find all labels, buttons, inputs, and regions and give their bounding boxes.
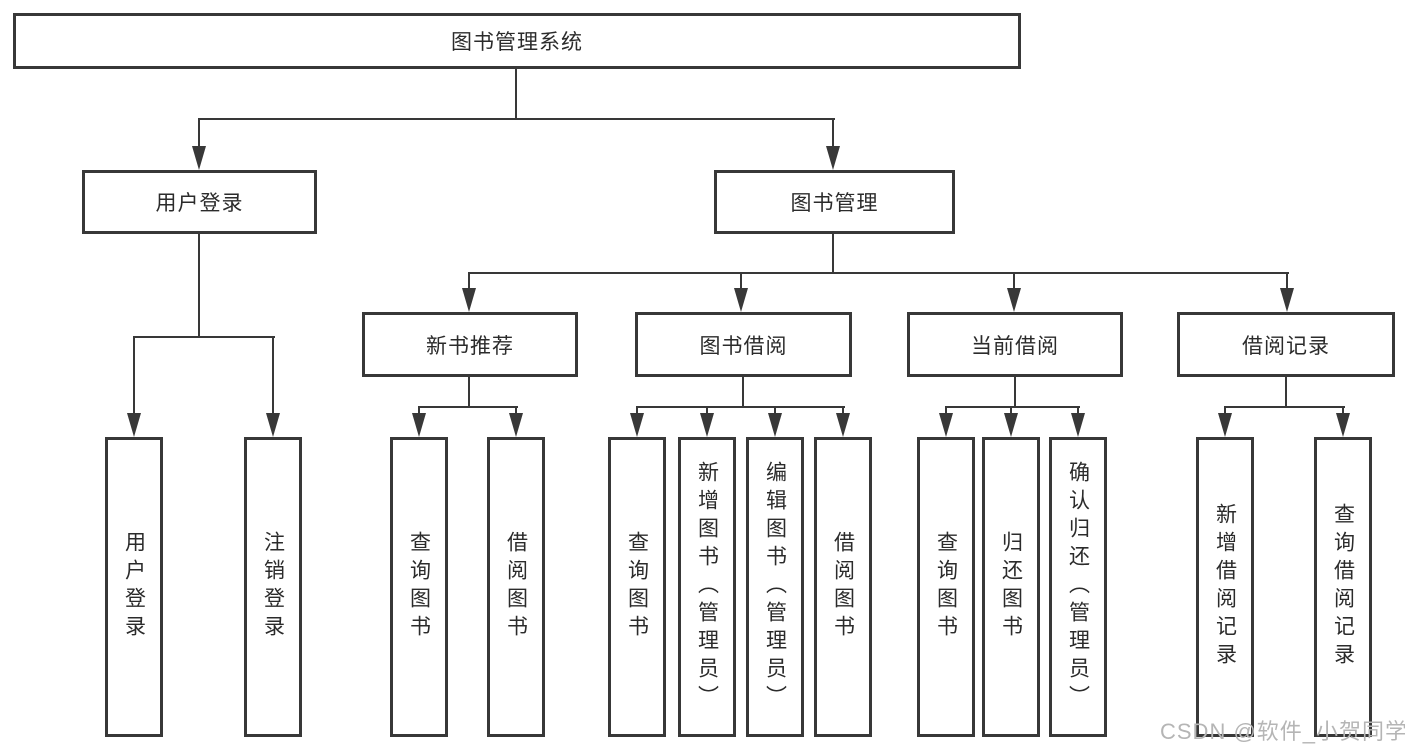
leaf-current-confirm-return-admin: 确认归还（管理员） [1049, 437, 1107, 737]
connector-line [1013, 272, 1015, 292]
leaf-user-login: 用户登录 [105, 437, 163, 737]
arrowhead-down [939, 413, 953, 437]
connector-line [832, 233, 834, 274]
connector-line [1286, 272, 1288, 292]
connector-line [468, 376, 470, 408]
arrowhead-down [826, 146, 840, 170]
leaf-current-query-books: 查询图书 [917, 437, 975, 737]
connector-line [1077, 406, 1079, 416]
connector-line [133, 336, 275, 338]
leaf-label: 新增借阅记录 [1213, 503, 1237, 671]
arrowhead-down [1007, 288, 1021, 312]
connector-line [468, 272, 470, 292]
connector-line [740, 272, 742, 292]
connector-line [832, 118, 834, 148]
arrowhead-down [1004, 413, 1018, 437]
node-book-borrowing: 图书借阅 [635, 312, 852, 377]
node-book-management: 图书管理 [714, 170, 955, 234]
leaf-borrowing-borrow-books: 借阅图书 [814, 437, 872, 737]
node-library-system: 图书管理系统 [13, 13, 1021, 69]
leaf-label: 查询借阅记录 [1331, 503, 1355, 671]
connector-line [198, 118, 200, 148]
connector-line [418, 406, 420, 416]
leaf-label: 查询图书 [407, 531, 431, 643]
leaf-label: 确认归还（管理员） [1066, 461, 1090, 713]
leaf-records-query-record: 查询借阅记录 [1314, 437, 1372, 737]
arrowhead-down [768, 413, 782, 437]
connector-line [774, 406, 776, 416]
connector-line [1342, 406, 1344, 416]
leaf-newbook-query-books: 查询图书 [390, 437, 448, 737]
node-new-book-recommendation: 新书推荐 [362, 312, 578, 377]
connector-line [636, 406, 845, 408]
connector-line [1224, 406, 1226, 416]
connector-line [515, 69, 517, 120]
node-current-borrowing: 当前借阅 [907, 312, 1123, 377]
arrowhead-down [1336, 413, 1350, 437]
arrowhead-down [630, 413, 644, 437]
arrowhead-down [836, 413, 850, 437]
connector-line [272, 336, 274, 416]
node-user-login: 用户登录 [82, 170, 317, 234]
leaf-label: 编辑图书（管理员） [763, 461, 787, 713]
connector-line [945, 406, 1080, 408]
connector-line [636, 406, 638, 416]
leaf-label: 注销登录 [261, 531, 285, 643]
leaf-label: 借阅图书 [504, 531, 528, 643]
leaf-records-add-record: 新增借阅记录 [1196, 437, 1254, 737]
arrowhead-down [734, 288, 748, 312]
leaf-current-return-books: 归还图书 [982, 437, 1040, 737]
arrowhead-down [462, 288, 476, 312]
leaf-newbook-borrow-books: 借阅图书 [487, 437, 545, 737]
leaf-label: 查询图书 [934, 531, 958, 643]
arrowhead-down [412, 413, 426, 437]
connector-line [418, 406, 518, 408]
connector-line [1010, 406, 1012, 416]
connector-line [1285, 376, 1287, 408]
connector-line [198, 233, 200, 338]
arrowhead-down [266, 413, 280, 437]
leaf-logout: 注销登录 [244, 437, 302, 737]
leaf-borrowing-edit-books-admin: 编辑图书（管理员） [746, 437, 804, 737]
connector-line [706, 406, 708, 416]
connector-line [515, 406, 517, 416]
leaf-label: 归还图书 [999, 531, 1023, 643]
arrowhead-down [127, 413, 141, 437]
connector-line [198, 118, 835, 120]
watermark: CSDN @软件_小贺同学 [1160, 719, 1405, 744]
node-borrowing-records: 借阅记录 [1177, 312, 1395, 377]
connector-line [1014, 376, 1016, 408]
connector-line [945, 406, 947, 416]
connector-line [842, 406, 844, 416]
arrowhead-down [1218, 413, 1232, 437]
leaf-borrowing-query-books: 查询图书 [608, 437, 666, 737]
leaf-label: 用户登录 [122, 531, 146, 643]
arrowhead-down [700, 413, 714, 437]
leaf-label: 查询图书 [625, 531, 649, 643]
connector-line [468, 272, 1289, 274]
leaf-label: 借阅图书 [831, 531, 855, 643]
arrowhead-down [192, 146, 206, 170]
connector-line [1224, 406, 1345, 408]
arrowhead-down [509, 413, 523, 437]
connector-line [742, 376, 744, 408]
leaf-borrowing-add-books-admin: 新增图书（管理员） [678, 437, 736, 737]
connector-line [133, 336, 135, 416]
arrowhead-down [1280, 288, 1294, 312]
arrowhead-down [1071, 413, 1085, 437]
leaf-label: 新增图书（管理员） [695, 461, 719, 713]
